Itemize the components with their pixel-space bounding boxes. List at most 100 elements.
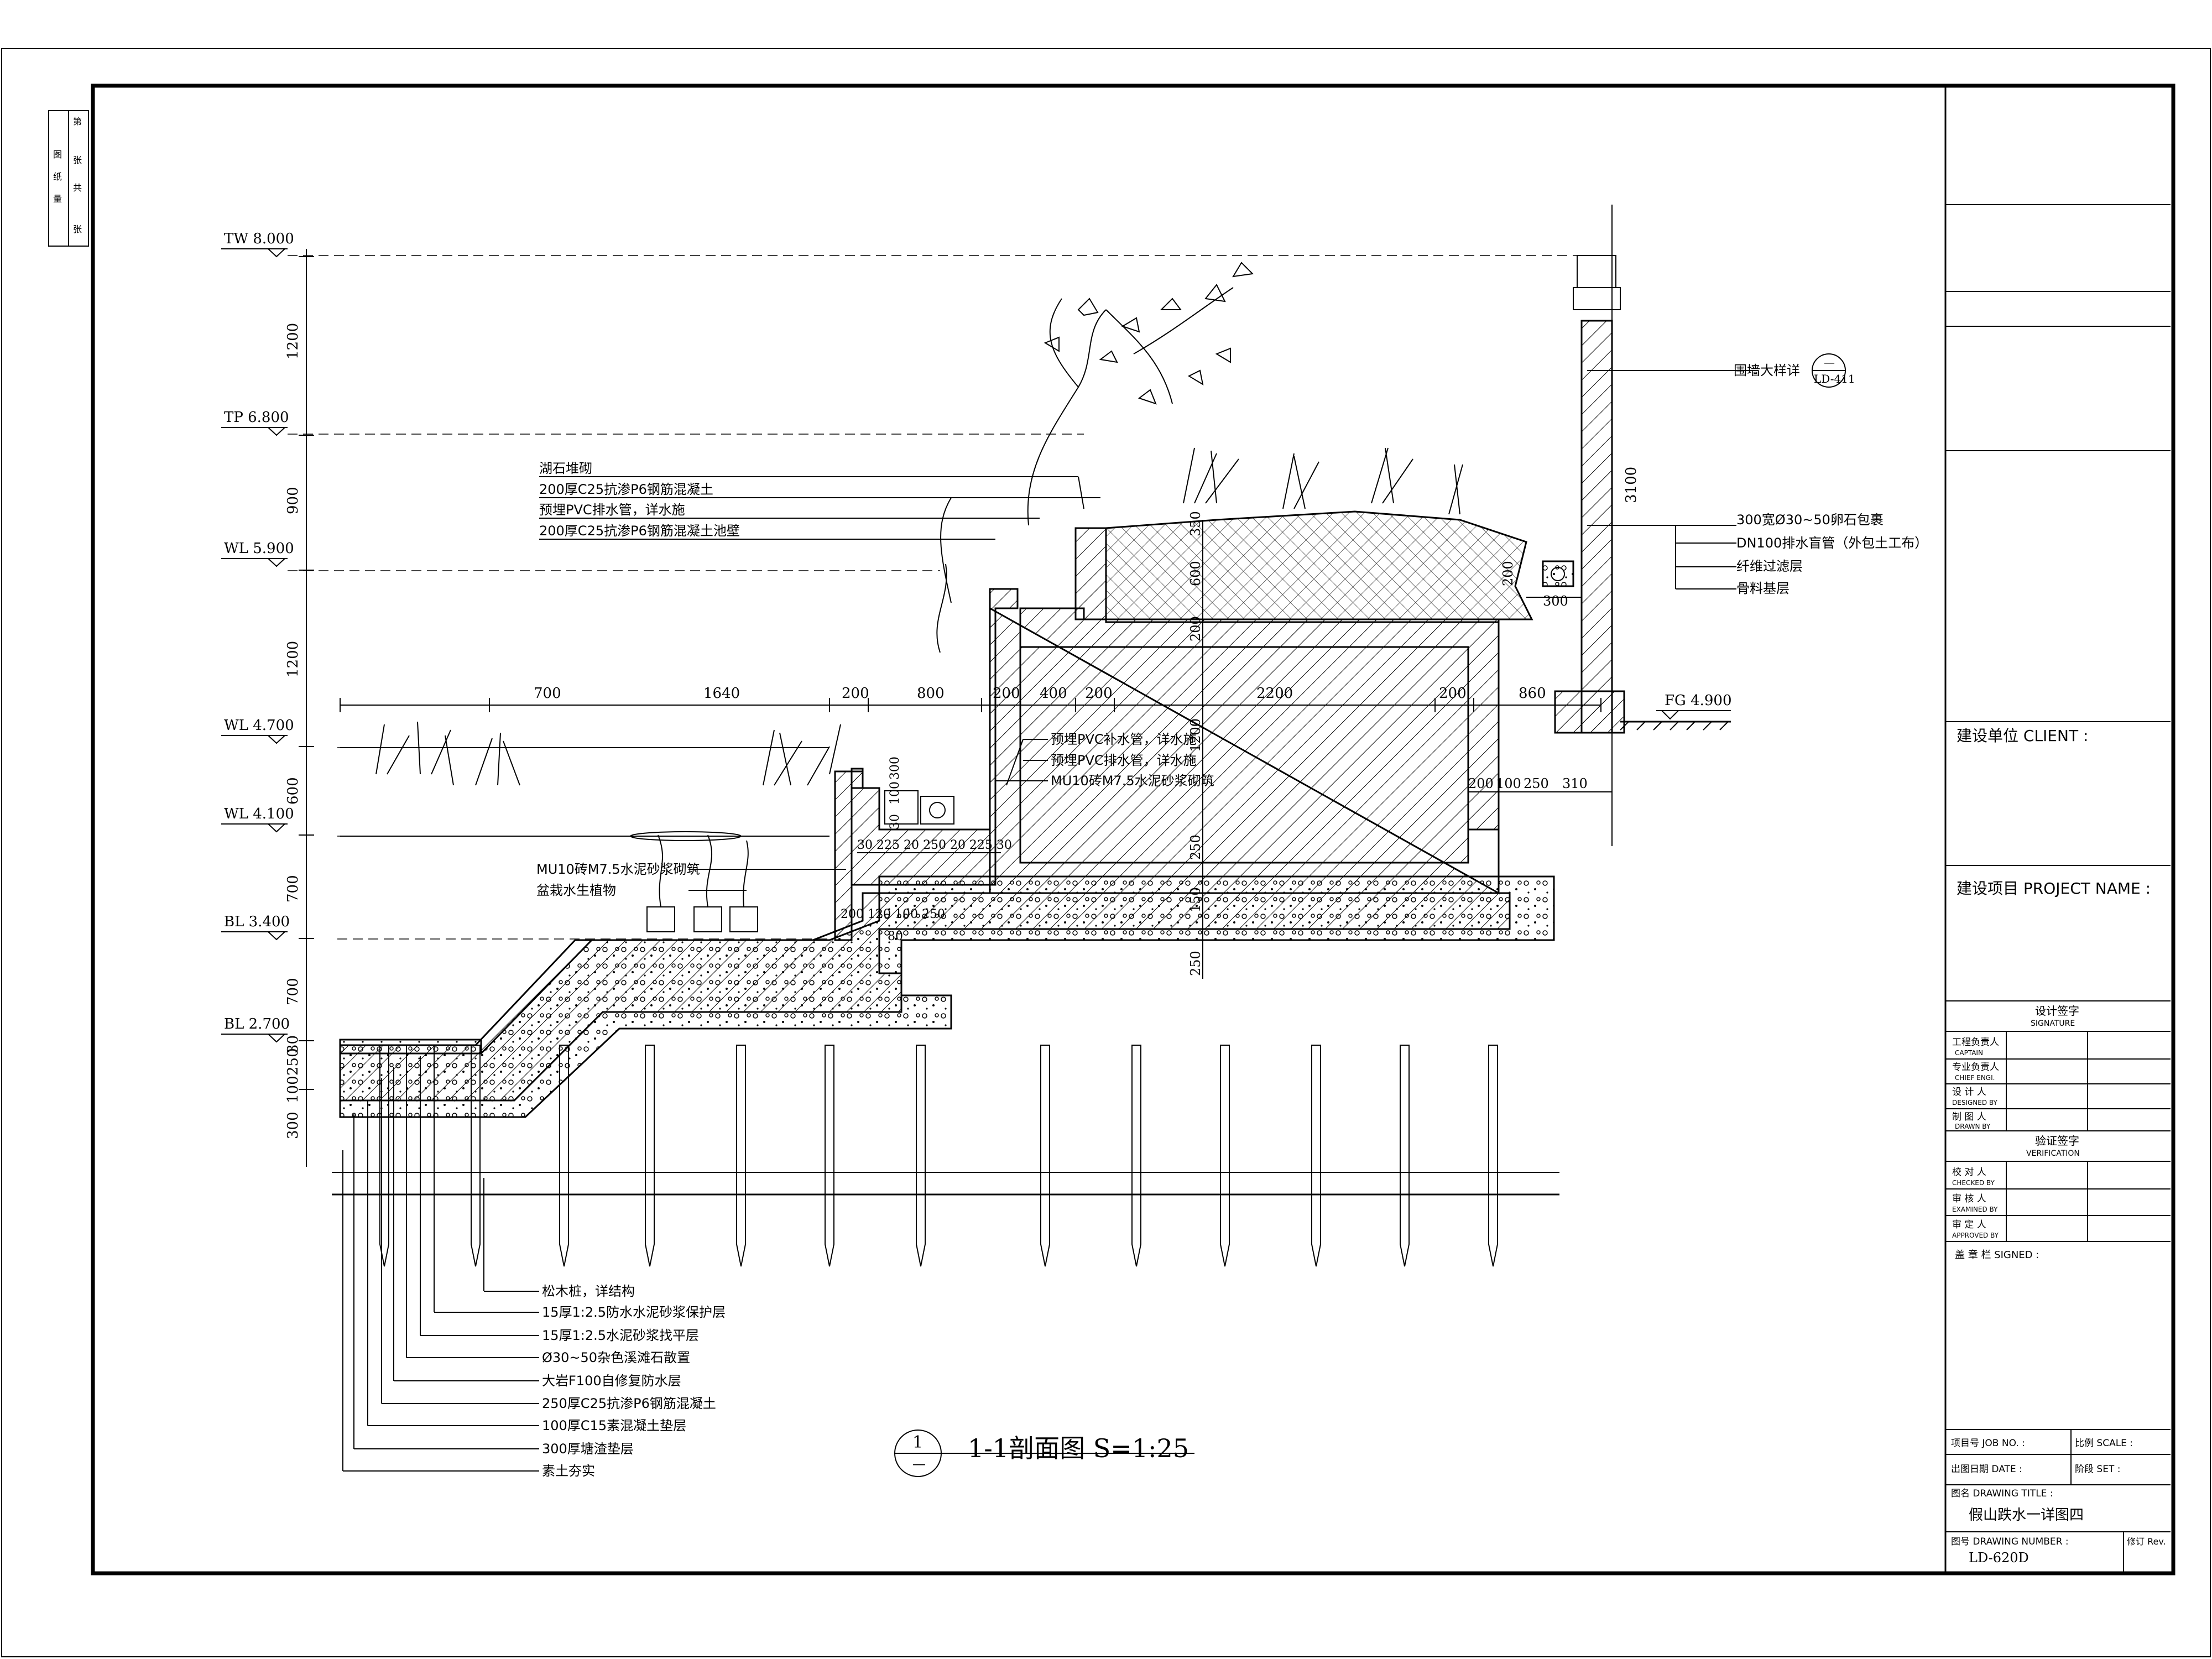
dim-text: 700 [285, 875, 301, 902]
verification-header: 验证签字 [2035, 1134, 2079, 1147]
client-label: 建设单位 CLIENT : [1957, 727, 2088, 745]
side-stamp-label: 量 [53, 194, 62, 204]
sig-row-en: DESIGNED BY [1952, 1099, 1997, 1107]
callout-text: 纤维过滤层 [1736, 559, 1803, 574]
callouts-middle: 预埋PVC补水管，详水施 预埋PVC排水管，详水施 MU10砖M7.5水泥砂浆砌… [1051, 732, 1214, 789]
drain-pebbles [1542, 560, 1574, 587]
main-basin-box [989, 607, 1500, 895]
dim-text: 1640 [703, 685, 740, 702]
dim-text: 600 [285, 777, 301, 805]
dim-text: 100 [1496, 776, 1521, 791]
callout-text: 大岩F100自修复防水层 [542, 1373, 681, 1389]
signed-label: 盖 章 栏 SIGNED : [1955, 1249, 2039, 1261]
section-number: 1 [912, 1433, 923, 1452]
timber-pile [916, 1045, 926, 1267]
elevation-label: FG 4.900 [1665, 692, 1732, 709]
callout-text: 素土夯实 [542, 1463, 595, 1479]
callouts-bottom: 松木桩，详结构 15厚1:2.5防水水泥砂浆保护层 15厚1:2.5水泥砂浆找平… [542, 1284, 726, 1479]
elevation-label: BL 3.400 [224, 914, 290, 930]
dim-text: 800 [917, 685, 945, 702]
callout-text: 预埋PVC排水管，详水施 [539, 502, 685, 518]
section-title: 1 — 1-1剖面图 S=1:25 [894, 1430, 1194, 1477]
elevation-marker: WL 5.900 [221, 540, 940, 571]
elevation-label: WL 5.900 [224, 540, 294, 557]
drawing-number-label: 图号 DRAWING NUMBER : [1951, 1536, 2069, 1547]
pile-set [379, 1045, 1498, 1267]
callout-text: Ø30~50杂色溪滩石散置 [542, 1350, 690, 1365]
dim-text: 600 [1188, 561, 1203, 586]
timber-pile [379, 1045, 389, 1267]
sig-row-cn: 设 计 人 [1952, 1087, 1986, 1098]
dim-text: 900 [285, 487, 301, 514]
callout-text: 湖石堆砌 [539, 461, 592, 476]
timber-pile [1400, 1045, 1410, 1267]
callout-text: MU10砖M7.5水泥砂浆砌筑 [1051, 773, 1214, 789]
side-stamp: 第 张 共 张 图 纸 量 [48, 110, 89, 247]
sig-row-en: DRAWN BY [1955, 1123, 1991, 1130]
sig-row-cn: 制 图 人 [1952, 1112, 1986, 1123]
dim-text: 1200 [285, 641, 301, 677]
job-no-label: 项目号 JOB NO. : [1951, 1438, 2025, 1449]
revision-label: 修订 Rev. [2127, 1536, 2166, 1547]
callout-text: DN100排水盲管（外包土工布） [1736, 535, 1928, 551]
plants-illustration [375, 262, 1463, 786]
elevation-label: WL 4.100 [224, 806, 294, 822]
timber-pile [1220, 1045, 1230, 1267]
callout-text: 100厚C15素混凝土垫层 [542, 1418, 686, 1433]
drawing-number: LD-620D [1969, 1550, 2029, 1566]
elevation-label: TW 8.000 [224, 231, 294, 247]
dim-text: 30 225 20 250 20 225 30 [857, 838, 1012, 852]
section-structure [339, 255, 1731, 1118]
dim-text: 300 [285, 1112, 301, 1139]
dim-text: 700 [534, 685, 561, 702]
elevation-marker: WL 4.700 [221, 717, 830, 748]
dim-text: 250 [285, 1048, 301, 1076]
side-stamp-label: 图 [53, 149, 62, 160]
left-dimension-chain: 1200 900 1200 600 700 700 300 100 250 30 [285, 249, 314, 1167]
date-label: 出图日期 DATE : [1951, 1464, 2022, 1475]
timber-pile [736, 1045, 746, 1267]
section-sub: — [912, 1456, 926, 1472]
callout-text: 15厚1:2.5水泥砂浆找平层 [542, 1328, 699, 1343]
aquatic-planters [630, 831, 758, 932]
ground-line [1620, 721, 1731, 731]
elevation-marker: TW 8.000 [221, 231, 1593, 258]
callout-text: 预埋PVC排水管，详水施 [1051, 753, 1197, 768]
callout-text: 预埋PVC补水管，详水施 [1051, 732, 1197, 747]
timber-pile [1040, 1045, 1050, 1267]
elevation-markers: TW 8.000 TP 6.800 WL 5.900 WL 4.700 WL 4… [221, 231, 1593, 1043]
sig-row-cn: 专业负责人 [1952, 1062, 1999, 1073]
callout-text: 300厚塘渣垫层 [542, 1441, 634, 1457]
signature-header: 设计签字 [2035, 1004, 2079, 1018]
elevation-label: BL 2.700 [224, 1016, 290, 1032]
callout-text: 围墙大样详 [1734, 363, 1800, 378]
callouts-upper: 湖石堆砌 200厚C25抗渗P6钢筋混凝土 预埋PVC排水管，详水施 200厚C… [539, 461, 740, 539]
elevation-marker: TP 6.800 [221, 409, 1084, 436]
section-title-text: 1-1剖面图 S=1:25 [968, 1433, 1189, 1463]
timber-pile [1311, 1045, 1321, 1267]
dim-text: 300 [1543, 593, 1568, 609]
dim-text: 200 [842, 685, 869, 702]
ver-row-cn: 审 定 人 [1952, 1219, 1986, 1230]
elevation-marker: WL 4.100 [221, 806, 830, 837]
dim-text: 100 [888, 781, 902, 805]
wall-cap-top [1577, 255, 1616, 288]
wall-detail-reference: 围墙大样详 — LD-411 [1734, 353, 1855, 388]
dim-text: 310 [1562, 776, 1588, 791]
supply-pipe-box [884, 790, 919, 825]
dim-text: 3100 [1623, 467, 1640, 503]
dim-text: 350 [1188, 511, 1203, 536]
dim-text: 700 [285, 978, 301, 1005]
scale-label: 比例 SCALE : [2075, 1438, 2133, 1449]
dim-text: 860 [1519, 685, 1546, 702]
elevation-marker: BL 2.700 [221, 1016, 290, 1043]
dim-text: 200 [1468, 776, 1494, 791]
sheet-outer-frame [1, 48, 2211, 1657]
boundary-wall [1580, 320, 1613, 734]
signature-header-en: SIGNATURE [2031, 1019, 2075, 1028]
ver-row-cn: 审 核 人 [1952, 1193, 1986, 1204]
concrete-slab [339, 892, 1511, 1102]
pond-pebble-layer [339, 1039, 482, 1055]
callout-text: MU10砖M7.5水泥砂浆砌筑 [536, 862, 700, 877]
